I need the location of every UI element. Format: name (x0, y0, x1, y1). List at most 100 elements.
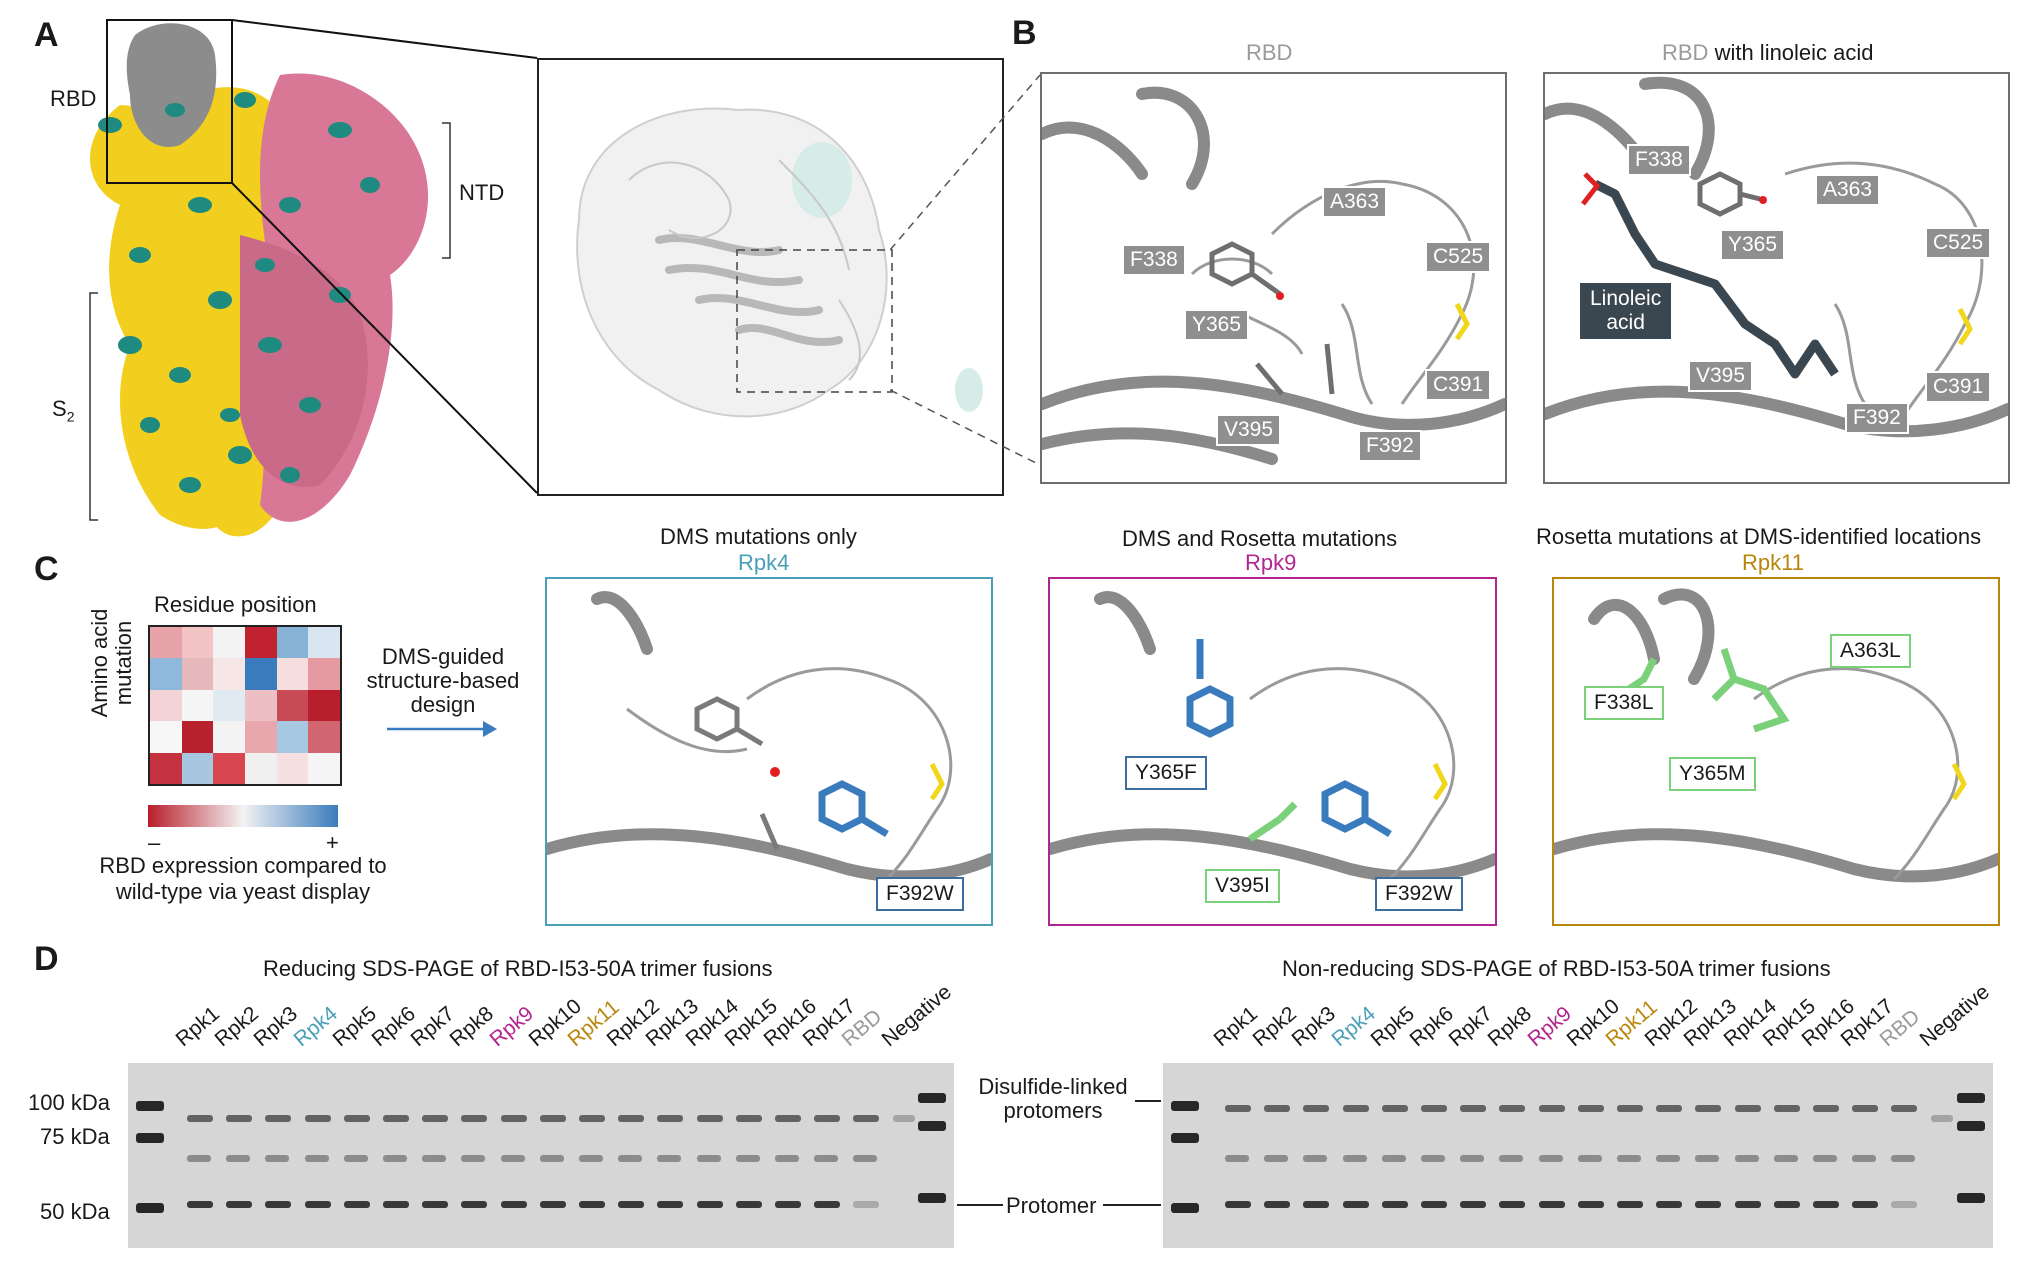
heatmap-cell (276, 689, 309, 722)
ladder-band (918, 1121, 946, 1131)
gel-band (539, 1155, 564, 1162)
gel-band (1499, 1201, 1526, 1208)
heatmap-cell (244, 721, 277, 753)
ladder-band (1171, 1101, 1199, 1111)
heatmap-cell (150, 721, 182, 753)
mutation-tag: F338L (1584, 686, 1664, 720)
gel-band (265, 1201, 292, 1208)
heatmap-cell (181, 689, 214, 722)
mw-marker-label: 50 kDa (40, 1199, 110, 1224)
gel-band (1773, 1201, 1800, 1208)
gel-band (814, 1155, 839, 1162)
gel-band (1264, 1105, 1291, 1112)
gel-band (1264, 1201, 1291, 1208)
gel-band (1538, 1201, 1565, 1208)
heatmap-cell (150, 658, 182, 690)
gel-band (1852, 1105, 1879, 1112)
gel-band (1303, 1201, 1330, 1208)
panel-b-right-title-rbd: RBD (1662, 40, 1709, 65)
gel-band (657, 1155, 682, 1162)
heatmap-cell (150, 627, 182, 659)
gel-band (1617, 1155, 1641, 1162)
gel-band (657, 1201, 684, 1208)
residue-tag: F338 (1122, 244, 1186, 276)
gel-band (775, 1155, 799, 1162)
gel-band (539, 1201, 566, 1208)
panel-b-left-title: RBD (1246, 40, 1293, 65)
mw-marker-label: 100 kDa (28, 1090, 110, 1115)
s2-label-sub: 2 (66, 408, 75, 425)
gel-band (1421, 1105, 1447, 1112)
gel-left-title: Reducing SDS-PAGE of RBD-I53-50A trimer … (263, 956, 773, 981)
heatmap-cell (308, 752, 340, 784)
gel-band (853, 1155, 878, 1162)
lane-label: Negative (1915, 980, 1994, 1052)
design-name: Rpk11 (1742, 550, 1804, 575)
design-title: DMS mutations only (660, 524, 857, 549)
gel-band (1891, 1201, 1918, 1208)
gel-band (1421, 1155, 1445, 1162)
linoleic-acid-line1: Linoleic (1590, 287, 1662, 310)
design-arrow-label: DMS-guided structure-based design (358, 645, 528, 717)
residue-tag: A363 (1815, 174, 1881, 206)
disulfide-annotation: Disulfide-linked protomers (968, 1075, 1138, 1123)
gel-band (422, 1115, 449, 1122)
gel-band (304, 1115, 331, 1122)
gel-band (383, 1115, 409, 1122)
gel-band (579, 1201, 605, 1208)
gel-band (657, 1115, 684, 1122)
ladder-band (1957, 1193, 1985, 1203)
gel-band (343, 1155, 368, 1162)
design-name: Rpk9 (1245, 550, 1297, 575)
gel-band (696, 1201, 723, 1208)
mutation-tag: F392W (876, 877, 964, 911)
gel-band (735, 1155, 760, 1162)
lane-label: Rpk8 (1483, 1002, 1537, 1052)
mutation-tag: Y365F (1125, 756, 1207, 790)
ladder-band (1171, 1133, 1199, 1143)
design-rpk4-box: F392W (545, 577, 993, 926)
gel-band (1656, 1155, 1681, 1162)
panel-b-right-title: RBD with linoleic acid (1662, 40, 1874, 66)
colorbar-caption: RBD expression compared to wild-type via… (88, 853, 398, 905)
gel-band (1499, 1105, 1526, 1112)
residue-tag: F392 (1358, 430, 1422, 462)
heatmap-cell (244, 658, 277, 690)
gel-right-image (1163, 1063, 1993, 1248)
mutation-tag: F392W (1375, 877, 1463, 911)
gel-band (343, 1201, 370, 1208)
heatmap-cell (308, 721, 340, 753)
heatmap-cell (213, 689, 245, 722)
gel-band (814, 1115, 841, 1122)
gel-band (696, 1115, 723, 1122)
gel-band (1734, 1105, 1761, 1112)
gel-band (226, 1115, 253, 1122)
gel-band (265, 1155, 290, 1162)
lane-label: Negative (877, 980, 956, 1052)
gel-band (1538, 1155, 1563, 1162)
rpk9-structure-illustration (1050, 591, 1495, 883)
gel-band (1381, 1105, 1408, 1112)
gel-band (892, 1115, 915, 1122)
ntd-label: NTD (459, 180, 505, 205)
lane-label: Rpk3 (1287, 1002, 1341, 1052)
gel-band (500, 1201, 527, 1208)
gel-band (775, 1115, 801, 1122)
panel-b-right-title-rest: with linoleic acid (1708, 40, 1874, 65)
heatmap-cell (213, 752, 245, 784)
gel-band (461, 1155, 486, 1162)
heatmap-cell (213, 721, 245, 753)
heatmap-cell (308, 627, 340, 659)
gel-band (187, 1155, 211, 1162)
gel-band (1656, 1201, 1683, 1208)
disulfide-annotation-line1: Disulfide-linked (978, 1074, 1128, 1099)
colorbar-caption-line1: RBD expression compared to (99, 853, 387, 878)
ladder-band (136, 1203, 164, 1213)
mutation-tag: Y365M (1669, 757, 1756, 791)
gel-band (1460, 1201, 1487, 1208)
heatmap-cell (181, 627, 214, 659)
gel-band (1538, 1105, 1565, 1112)
gel-band (1303, 1155, 1328, 1162)
gel-band (1381, 1201, 1408, 1208)
rbd-zoom-illustration (576, 107, 983, 418)
